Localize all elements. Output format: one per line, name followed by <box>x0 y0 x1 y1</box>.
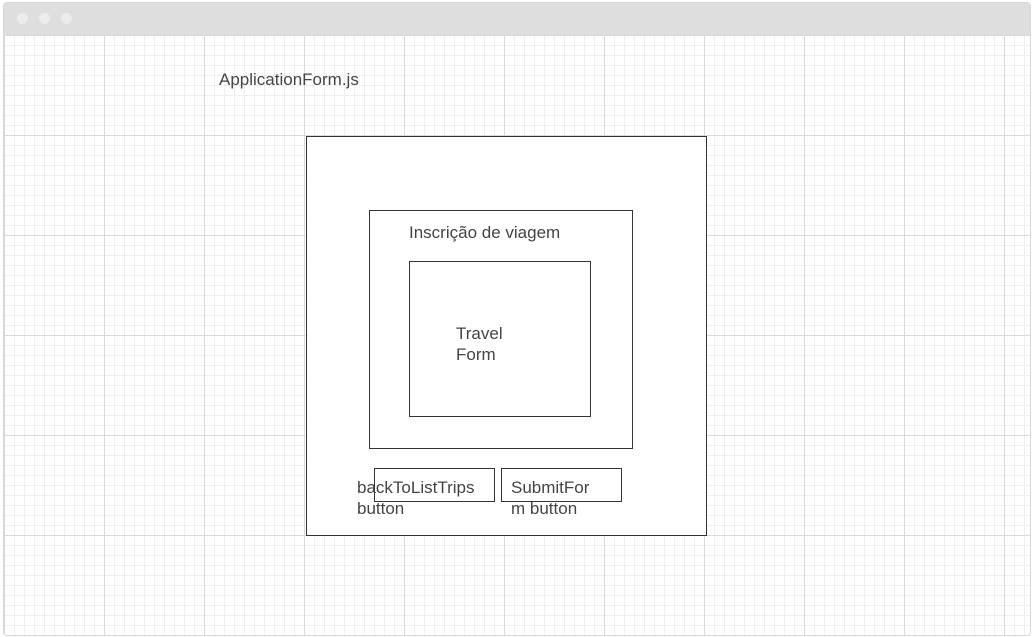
section-title: Inscrição de viagem <box>409 223 561 242</box>
back-to-list-trips-label: backToListTrips button <box>357 478 475 518</box>
grid-canvas: ApplicationForm.js Inscrição de viagem T… <box>4 35 1030 635</box>
diagram-window: ApplicationForm.js Inscrição de viagem T… <box>3 2 1031 636</box>
submit-form-label: SubmitFor m button <box>511 478 590 518</box>
file-title: ApplicationForm.js <box>219 70 359 89</box>
window-dot-icon <box>61 13 72 24</box>
window-titlebar <box>4 3 1030 35</box>
window-dot-icon <box>39 13 50 24</box>
travel-form-label: Travel Form <box>456 324 503 364</box>
submit-form-button[interactable] <box>501 468 622 502</box>
window-dot-icon <box>17 13 28 24</box>
travel-form-box <box>409 261 591 417</box>
back-to-list-trips-button[interactable] <box>374 468 495 502</box>
